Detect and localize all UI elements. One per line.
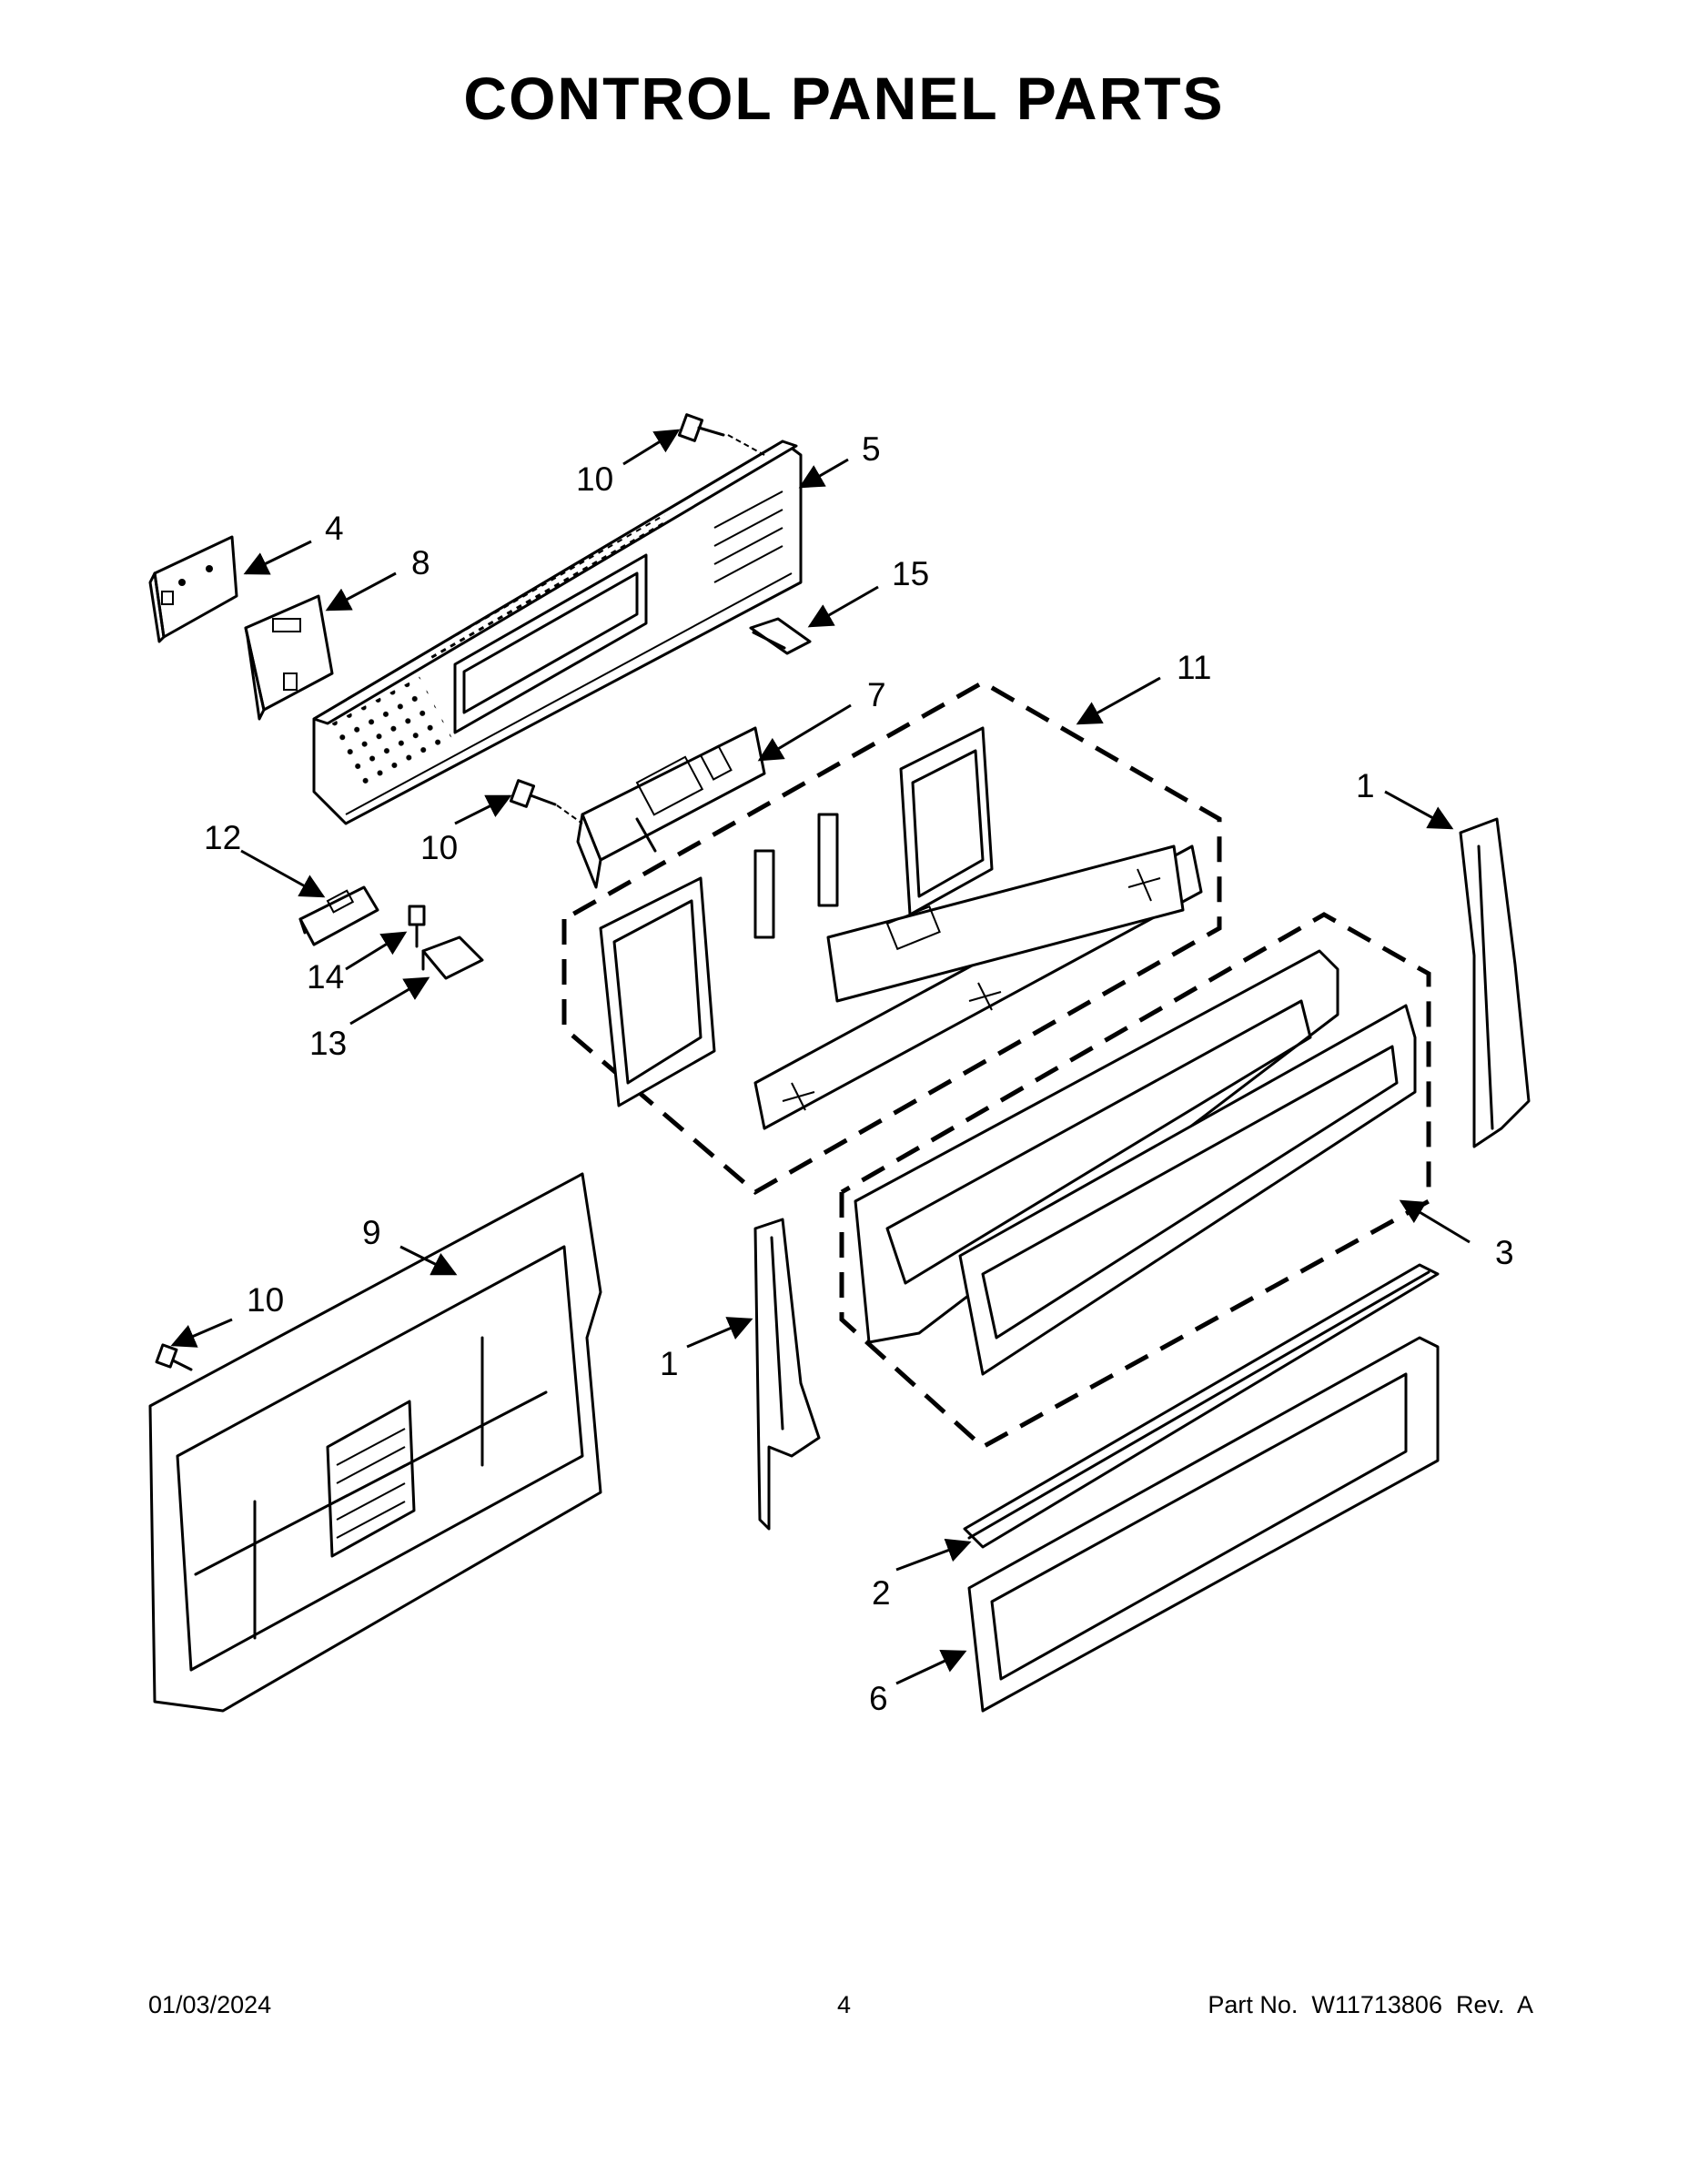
callout-5: 5 <box>862 430 881 468</box>
callout-10-left: 10 <box>247 1281 285 1319</box>
part-2-trim-strip <box>963 1263 1440 1549</box>
part-1-side-bracket-middle <box>753 1218 821 1531</box>
footer-page-number: 4 <box>836 1991 852 2018</box>
part-10-screw-middle <box>509 779 583 824</box>
part-9-rear-panel <box>148 1172 602 1713</box>
callout-2: 2 <box>872 1574 891 1612</box>
callout-13: 13 <box>309 1025 348 1062</box>
callout-arrows <box>170 429 1471 1685</box>
footer-date: 01/03/2024 <box>148 1991 272 2018</box>
callout-7: 7 <box>867 676 886 713</box>
part-8-board-bracket <box>244 594 334 721</box>
callout-9: 9 <box>362 1214 381 1251</box>
part-4-control-board <box>148 535 238 643</box>
footer-part-number: Part No. W11713806 Rev. A <box>1208 1991 1533 2018</box>
callout-11: 11 <box>1177 649 1212 686</box>
part-10-screw-top <box>677 413 765 456</box>
callout-6: 6 <box>869 1680 888 1717</box>
callout-14: 14 <box>307 958 345 996</box>
callout-1-middle: 1 <box>660 1345 679 1382</box>
part-12-switch <box>298 885 379 946</box>
part-11-glass-assembly-group <box>561 680 1222 1196</box>
part-15-ribbon-cable <box>749 617 812 655</box>
part-10-screw-left <box>155 1343 193 1371</box>
callout-12: 12 <box>204 819 242 856</box>
part-3-trim-group <box>839 912 1431 1451</box>
callout-10-top: 10 <box>576 460 614 498</box>
part-13-bracket <box>421 935 484 980</box>
part-5-control-panel-bracket <box>312 440 803 825</box>
part-6-lower-panel <box>967 1336 1440 1713</box>
part-7-user-interface <box>576 726 766 889</box>
callout-15: 15 <box>892 555 930 592</box>
part-1-side-bracket-right <box>1459 817 1531 1148</box>
part-14-screw <box>408 905 426 948</box>
callout-8: 8 <box>411 544 430 581</box>
callout-4: 4 <box>325 510 344 547</box>
callout-3: 3 <box>1495 1234 1514 1271</box>
page-title: CONTROL PANEL PARTS <box>463 65 1225 132</box>
callout-10-middle: 10 <box>420 829 459 866</box>
callout-1-right: 1 <box>1356 767 1375 804</box>
